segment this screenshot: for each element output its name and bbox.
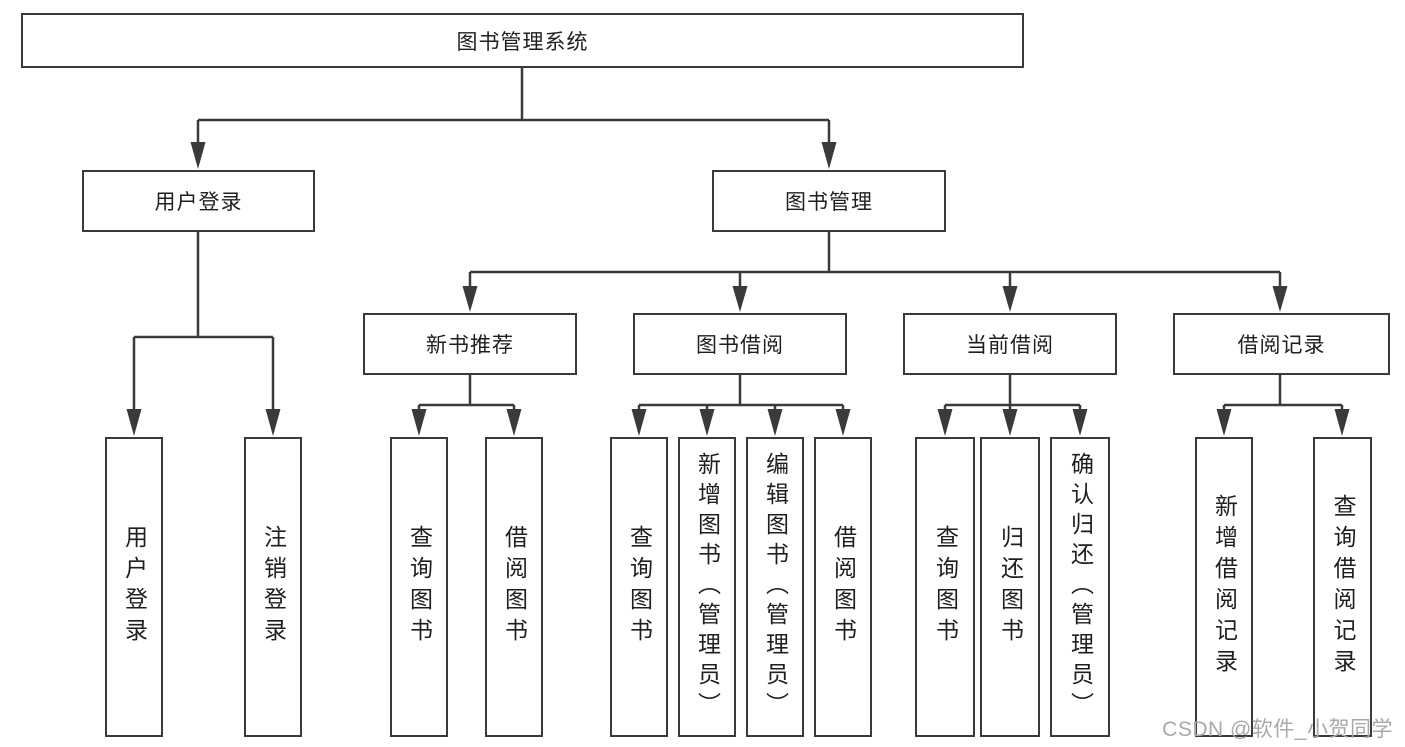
node-library-system: 图书管理系统 [21,13,1024,68]
node-query-books-recommend: 查询图书 [390,437,448,737]
node-user-login: 用户登录 [82,170,315,232]
node-book-management: 图书管理 [712,170,946,232]
node-borrow-books-leaf: 借阅图书 [814,437,872,737]
watermark: CSDN @软件_小贺同学 [1162,718,1393,741]
node-add-borrow-record: 新增借阅记录 [1195,437,1253,737]
node-return-books: 归还图书 [980,437,1040,737]
node-current-borrow: 当前借阅 [903,313,1117,375]
node-borrow-records: 借阅记录 [1173,313,1390,375]
node-user-login-leaf: 用户登录 [105,437,163,737]
node-query-books-current: 查询图书 [915,437,975,737]
node-confirm-return-admin: 确认归还（管理员） [1050,437,1110,737]
node-borrow-books-recommend: 借阅图书 [485,437,543,737]
node-query-books-borrow: 查询图书 [610,437,668,737]
node-query-borrow-record: 查询借阅记录 [1313,437,1372,737]
node-edit-books-admin: 编辑图书（管理员） [746,437,804,737]
node-add-books-admin: 新增图书（管理员） [678,437,736,737]
node-book-borrow: 图书借阅 [633,313,847,375]
node-new-book-recommend: 新书推荐 [363,313,577,375]
node-logout-leaf: 注销登录 [244,437,302,737]
arrowheads [126,142,1350,436]
